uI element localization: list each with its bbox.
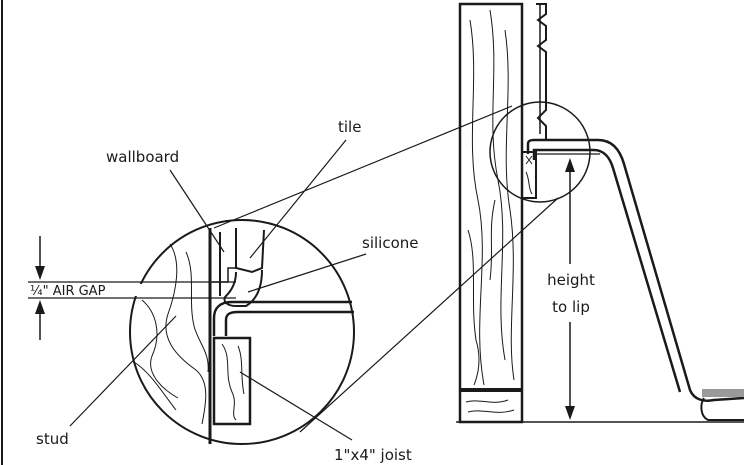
to-lip-label: to lip bbox=[552, 298, 590, 316]
tub-foot bbox=[700, 397, 744, 421]
joist-grain bbox=[221, 343, 237, 421]
enlarged-detail: ¼" AIR GAP bbox=[28, 219, 355, 445]
projection-line-top bbox=[213, 105, 513, 229]
height-label: height bbox=[547, 271, 595, 289]
tub-lip-inner bbox=[224, 310, 354, 336]
air-gap-arrowhead-bottom bbox=[35, 300, 45, 314]
wallboard-leader bbox=[169, 169, 225, 253]
silicone-label: silicone bbox=[362, 234, 418, 252]
stud-leader bbox=[69, 315, 177, 427]
stud-column bbox=[458, 2, 524, 424]
plate-grain bbox=[465, 399, 515, 413]
stud-label: stud bbox=[36, 430, 69, 448]
air-gap-label-backdrop bbox=[28, 284, 142, 296]
joist-mark bbox=[525, 155, 533, 195]
wall-section: height to lip bbox=[456, 2, 744, 424]
height-arrow-top bbox=[565, 158, 575, 172]
silicone-bead bbox=[223, 269, 263, 307]
wood-grain bbox=[469, 19, 485, 386]
joist-detail bbox=[212, 336, 252, 426]
silicone-leader bbox=[247, 253, 367, 293]
tile-base bbox=[212, 267, 236, 283]
wallboard-label: wallboard bbox=[106, 148, 179, 166]
joist-label: 1"x4" joist bbox=[334, 446, 412, 464]
joist-grain bbox=[237, 345, 245, 395]
tub-foot-pad bbox=[702, 389, 744, 397]
height-label-backdrop bbox=[548, 264, 594, 322]
joist-leader bbox=[239, 371, 353, 441]
tile-layer bbox=[235, 228, 265, 274]
detail-callout-circle bbox=[489, 101, 591, 203]
callouts: tile wallboard silicone stud 1"x4" joist bbox=[36, 118, 418, 464]
tub-outline-inner bbox=[532, 148, 682, 393]
tile-label: tile bbox=[338, 118, 361, 136]
stud-grain bbox=[141, 299, 179, 399]
stud-grain bbox=[185, 251, 209, 373]
wallboard-edge bbox=[536, 3, 547, 140]
tile-leader bbox=[249, 139, 347, 259]
wood-grain bbox=[504, 29, 515, 381]
height-arrow-bottom bbox=[565, 406, 575, 420]
projection-line-bottom bbox=[299, 197, 559, 433]
tub-outline-outer bbox=[526, 138, 744, 402]
tub-lip-outer bbox=[212, 300, 352, 336]
stud-grain bbox=[133, 361, 177, 411]
stud-grain bbox=[165, 243, 207, 425]
enlarged-detail-circle bbox=[129, 219, 355, 445]
wood-grain bbox=[489, 199, 496, 281]
wood-grain bbox=[467, 229, 480, 386]
air-gap-arrowhead-top bbox=[35, 266, 45, 280]
air-gap-label: ¼" AIR GAP bbox=[30, 284, 106, 299]
